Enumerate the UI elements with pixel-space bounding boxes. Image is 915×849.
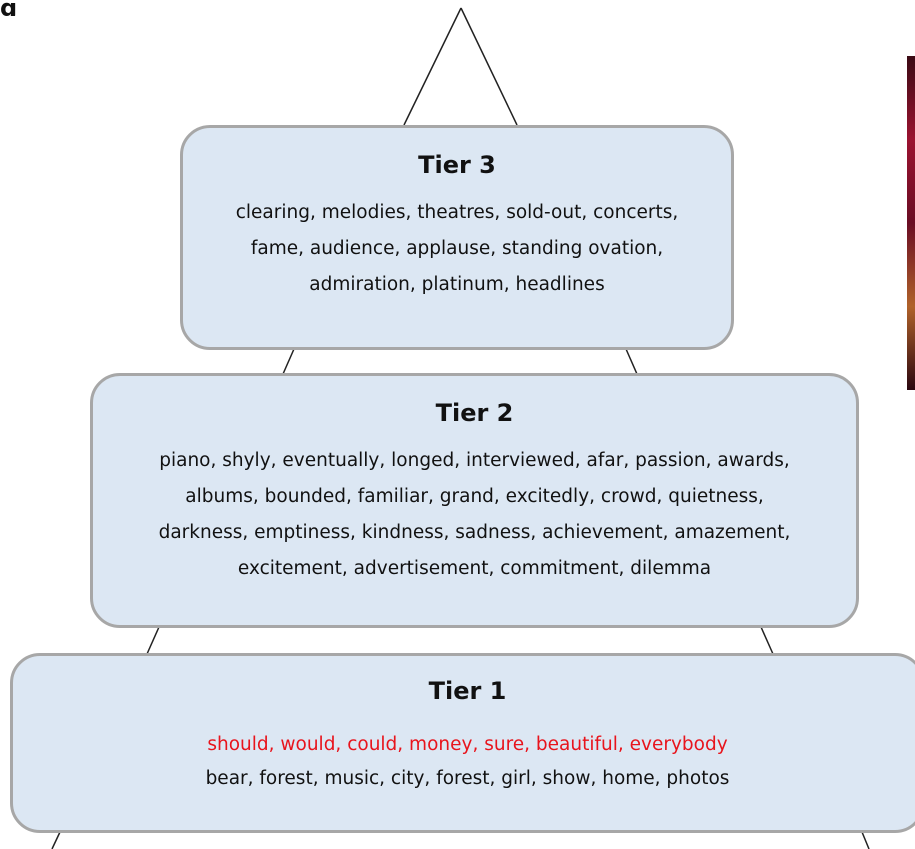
- cropped-heading-fragment: g: [0, 0, 18, 16]
- pyramid-left-line-2-1: [146, 626, 160, 655]
- tier-1-box: Tier 1 should, would, could, money, sure…: [10, 653, 915, 833]
- tier-1-title: Tier 1: [428, 677, 507, 705]
- tier-3-words-line: admiration, platinum, headlines: [309, 274, 605, 295]
- pyramid-apex-left-line: [403, 7, 462, 126]
- tier-2-title: Tier 2: [435, 399, 514, 427]
- tier-3-box: Tier 3 clearing, melodies, theatres, sol…: [180, 125, 734, 350]
- tier-2-words-line: piano, shyly, eventually, longed, interv…: [159, 450, 790, 471]
- tier-2-words-line: excitement, advertisement, commitment, d…: [237, 558, 712, 579]
- tier-2-box: Tier 2 piano, shyly, eventually, longed,…: [90, 373, 859, 628]
- pyramid-left-line-3-2: [282, 348, 295, 375]
- pyramid-left-line-bottom: [51, 831, 61, 849]
- tier-3-words-line: fame, audience, applause, standing ovati…: [250, 238, 664, 259]
- pyramid-apex-right-line: [460, 7, 518, 126]
- pyramid-right-line-2-1: [760, 626, 774, 655]
- tier-2-words-line: darkness, emptiness, kindness, sadness, …: [158, 522, 791, 543]
- tier-3-title: Tier 3: [418, 151, 496, 179]
- pyramid-right-line-3-2: [625, 348, 638, 375]
- tier-2-words-line: albums, bounded, familiar, grand, excite…: [185, 486, 764, 507]
- pyramid-right-line-bottom: [861, 831, 870, 849]
- tier-1-words-line: bear, forest, music, city, forest, girl,…: [205, 768, 730, 789]
- cropped-photo: [907, 56, 915, 390]
- tier-3-words-line: clearing, melodies, theatres, sold-out, …: [235, 202, 679, 223]
- tier-1-highlight-words: should, would, could, money, sure, beaut…: [207, 734, 728, 755]
